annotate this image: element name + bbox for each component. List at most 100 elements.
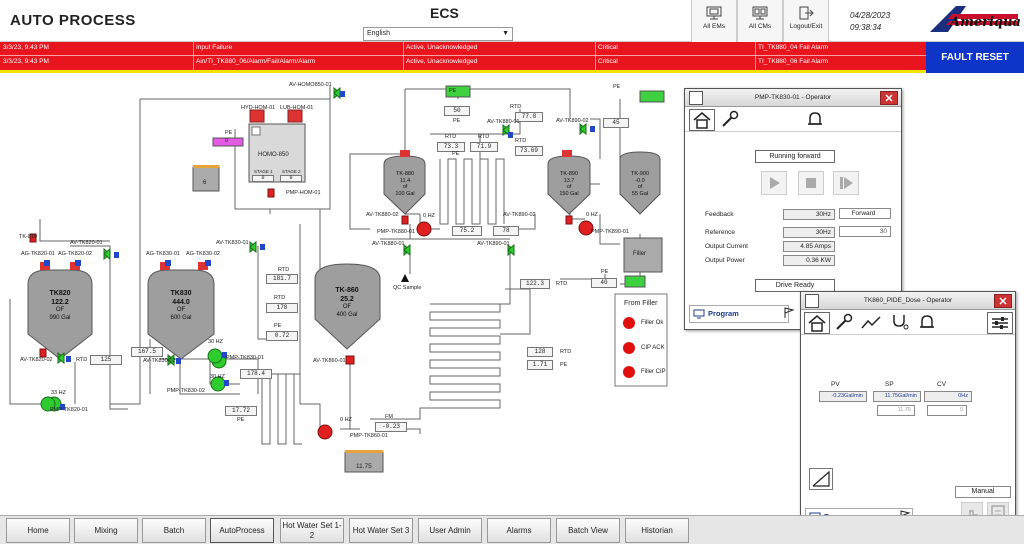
tank-tk830[interactable]: TK830 444.0 OF 600 Gal bbox=[151, 290, 211, 322]
play-icon bbox=[770, 177, 780, 189]
rtd-label: RTD bbox=[510, 104, 522, 110]
tank-tk880[interactable]: TK-880 11.4 of 100 Gal bbox=[375, 171, 435, 197]
tank-tk890[interactable]: TK-890 13.7 of 150 Gal bbox=[539, 171, 599, 197]
tote-value: 11.75 bbox=[356, 463, 372, 470]
all-ems-button[interactable]: All EMs bbox=[691, 0, 737, 42]
company-logo: Ameriqual bbox=[926, 2, 1024, 40]
sp-value: 11.75Gal/min bbox=[873, 391, 921, 402]
rtd-label: RTD bbox=[274, 295, 286, 301]
mode-label: Manual bbox=[971, 488, 995, 495]
tab-tuning[interactable] bbox=[987, 312, 1013, 334]
window-menu-icon[interactable] bbox=[805, 294, 819, 308]
flag-icon[interactable] bbox=[783, 307, 795, 319]
alarm-divider bbox=[0, 55, 926, 56]
stop-button[interactable] bbox=[798, 171, 824, 195]
reference-input[interactable]: 30 bbox=[839, 226, 891, 237]
pe-value: 1.71 bbox=[527, 360, 553, 370]
popup-tabs bbox=[685, 108, 901, 132]
pe-label: PE bbox=[237, 417, 245, 423]
tank-tk820-shape bbox=[27, 269, 93, 360]
power-label: Output Power bbox=[705, 257, 745, 264]
tab-diagnostics[interactable] bbox=[887, 312, 913, 334]
pe-value: 45 bbox=[603, 118, 629, 128]
stethoscope-icon bbox=[893, 315, 909, 330]
close-button[interactable]: ✕ bbox=[880, 91, 898, 105]
nav-user-admin[interactable]: User Admin bbox=[418, 518, 482, 543]
rtd-value: 73.69 bbox=[515, 146, 543, 156]
alarm-col-divider bbox=[403, 42, 404, 70]
current-label: Output Current bbox=[705, 243, 748, 250]
tank-tk820[interactable]: TK820 122.2 OF 990 Gal bbox=[30, 290, 90, 322]
pe-label: PE bbox=[452, 151, 460, 157]
tank-name: TK-890 bbox=[559, 171, 579, 177]
tab-maintenance[interactable] bbox=[717, 109, 743, 131]
program-button[interactable]: Program bbox=[689, 305, 789, 323]
pv-label: PV bbox=[831, 381, 840, 388]
homo-name[interactable]: HOMO-850 bbox=[258, 152, 289, 158]
filler-label[interactable]: Filler bbox=[633, 251, 646, 257]
tank-tk900[interactable]: TK-900 -0.0 of 55 Gal bbox=[610, 171, 670, 197]
rtd-label: RTD bbox=[445, 134, 457, 140]
rtd-value: 178.4 bbox=[240, 369, 272, 379]
tank-level: 990 Gal bbox=[49, 314, 71, 321]
qc-sample-label[interactable]: QC Sample bbox=[393, 285, 422, 291]
start-button[interactable] bbox=[761, 171, 787, 195]
nav-historian[interactable]: Historian bbox=[625, 518, 689, 543]
all-cms-label: All CMs bbox=[748, 23, 772, 30]
rtd-label: RTD bbox=[278, 267, 290, 273]
bottom-nav: Home Mixing Batch AutoProcess Hot Water … bbox=[0, 515, 1024, 544]
alarm-banner: 3/3/23, 9:43 PM Input Failure Active, Un… bbox=[0, 42, 926, 70]
tab-home[interactable] bbox=[689, 109, 715, 131]
nav-batch-view[interactable]: Batch View bbox=[556, 518, 620, 543]
logout-button[interactable]: Logout/Exit bbox=[783, 0, 829, 42]
tab-maintenance[interactable] bbox=[831, 312, 857, 334]
all-cms-button[interactable]: All CMs bbox=[737, 0, 783, 42]
alarm-row[interactable]: 3/3/23, 9:43 PM Ain/TI_TK880_06/Alarm/Fa… bbox=[0, 56, 926, 69]
sp-label: SP bbox=[885, 381, 894, 388]
tank-tk860[interactable]: TK-860 25.2 OF 400 Gal bbox=[317, 287, 377, 319]
hyd-label: HYD-HOM-01 bbox=[241, 105, 276, 111]
homo-stage2-value: 0 bbox=[280, 175, 302, 182]
small-tank-value: 6 bbox=[203, 180, 207, 186]
close-button[interactable]: ✕ bbox=[994, 294, 1012, 308]
header-bar: AUTO PROCESS ECS English ▼ All EMs All C… bbox=[0, 0, 1024, 42]
cv-input[interactable]: 0 bbox=[927, 405, 967, 416]
tank-value: -0.0 bbox=[635, 177, 645, 184]
nav-hot-water-3[interactable]: Hot Water Set 3 bbox=[349, 518, 413, 543]
jog-button[interactable] bbox=[833, 171, 859, 195]
fault-reset-button[interactable]: FAULT RESET bbox=[926, 42, 1024, 73]
nav-autoprocess[interactable]: AutoProcess bbox=[210, 518, 274, 543]
valve-label: AV-TK890-01 bbox=[477, 241, 510, 247]
homo-stage2: STAGE 2 bbox=[282, 169, 301, 174]
alarm-row[interactable]: 3/3/23, 9:43 PM Input Failure Active, Un… bbox=[0, 42, 926, 55]
tab-alarms[interactable] bbox=[915, 312, 941, 334]
ramp-button[interactable] bbox=[809, 468, 833, 490]
pump-speed: 33 HZ bbox=[51, 390, 66, 396]
tank-value: 11.4 bbox=[399, 177, 411, 184]
pump-speed: 0 HZ bbox=[423, 213, 435, 219]
tab-home[interactable] bbox=[804, 312, 830, 334]
window-menu-icon[interactable] bbox=[689, 91, 703, 105]
step-forward-icon bbox=[840, 177, 853, 189]
tank-level: 600 Gal bbox=[170, 314, 192, 321]
nav-alarms[interactable]: Alarms bbox=[487, 518, 551, 543]
language-select[interactable]: English ▼ bbox=[363, 27, 513, 41]
nav-batch[interactable]: Batch bbox=[142, 518, 206, 543]
mode-button[interactable]: Manual bbox=[955, 486, 1011, 498]
filler-cip-label: Filler CIP bbox=[641, 369, 666, 375]
tab-alarms[interactable] bbox=[803, 109, 829, 131]
nav-home[interactable]: Home bbox=[6, 518, 70, 543]
rtd-value: 128 bbox=[527, 347, 553, 357]
valve-label: AV-HOMO850-01 bbox=[289, 82, 332, 88]
valve-label: AV-TK860-01 bbox=[313, 358, 346, 364]
datetime: 04/28/2023 09:38:34 bbox=[850, 10, 890, 34]
rtd-value: 75.2 bbox=[452, 226, 482, 236]
page-title: AUTO PROCESS bbox=[10, 12, 136, 29]
logout-label: Logout/Exit bbox=[789, 23, 823, 30]
nav-mixing[interactable]: Mixing bbox=[74, 518, 138, 543]
sp-input[interactable]: 11.75 bbox=[877, 405, 915, 416]
tab-trend[interactable] bbox=[859, 312, 885, 334]
tank-name: TK-900 bbox=[630, 171, 650, 177]
pe-label: PE bbox=[453, 118, 461, 124]
nav-hot-water-1-2[interactable]: Hot Water Set 1-2 bbox=[280, 518, 344, 543]
